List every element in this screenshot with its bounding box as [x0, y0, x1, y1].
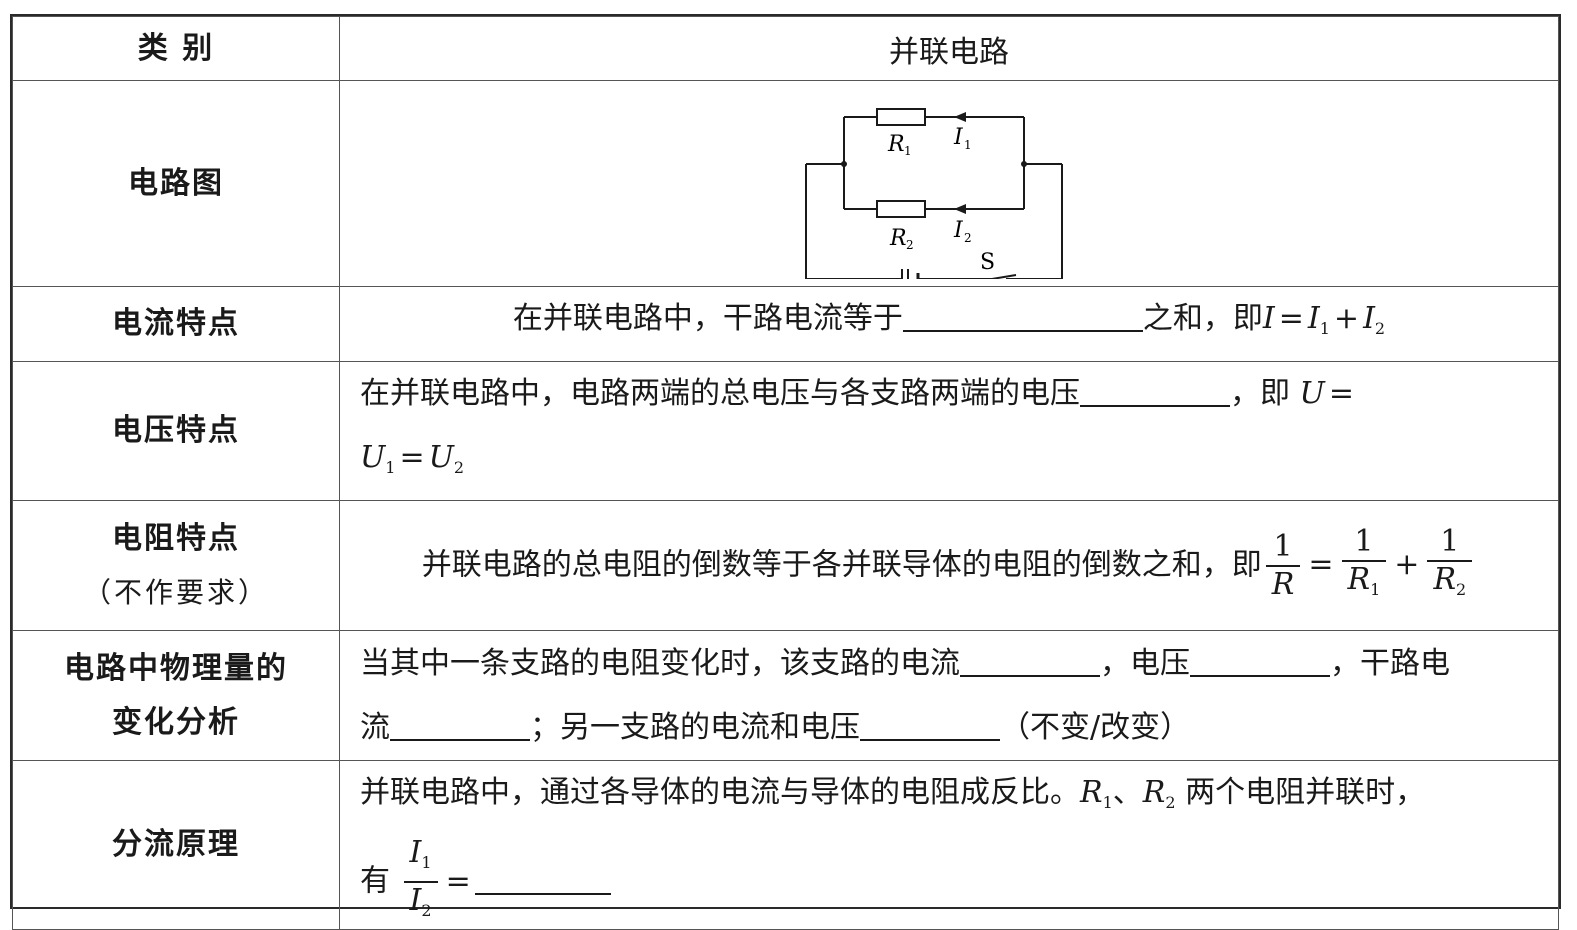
row-resistance: 电阻特点 （不作要求） 并联电路的总电阻的倒数等于各并联导体的电阻的倒数之和，即… — [12, 500, 1559, 631]
divide-cell: 并联电路中，通过各导体的电流与导体的电阻成反比。R1、R2 两个电阻并联时， 有… — [339, 760, 1559, 930]
label-i1: I — [953, 125, 964, 150]
arrow-i2 — [954, 203, 966, 214]
resistance-text: 并联电路的总电阻的倒数等于各并联导体的电阻的倒数之和，即 — [421, 547, 1262, 582]
label-r2-sub: 2 — [906, 238, 914, 252]
resistance-label: 电阻特点 — [112, 520, 240, 556]
resistor-r2 — [876, 199, 926, 218]
resistance-label-cell: 电阻特点 （不作要求） — [12, 500, 340, 631]
row-change: 电路中物理量的 变化分析 当其中一条支路的电阻变化时，该支路的电流 ，电压 ，干路电… — [12, 630, 1559, 761]
current-text-b: 之和，即 — [1142, 301, 1263, 336]
voltage-label: 电压特点 — [12, 361, 340, 501]
change-text-c: ，干路电 — [1330, 645, 1450, 681]
node-left — [841, 160, 847, 167]
divide-blank[interactable] — [474, 863, 611, 895]
circuit-label: 电路图 — [12, 80, 340, 287]
change-text-a: 当其中一条支路的电阻变化时，该支路的电流 — [360, 645, 960, 681]
divide-sep: 、 — [1112, 775, 1143, 810]
resistance-eq: = — [1308, 547, 1334, 582]
voltage-text-a: 在并联电路中，电路两端的总电压与各支路两端的电压 — [360, 376, 1080, 411]
change-text-d: 流 — [360, 709, 390, 745]
header-row: 类 别 并联电路 — [12, 16, 1559, 81]
current-label: 电流特点 — [12, 286, 340, 362]
current-blank[interactable] — [902, 300, 1143, 332]
switch-blade — [991, 273, 1017, 279]
header-category: 类 别 — [12, 16, 340, 81]
resistance-plus: + — [1394, 547, 1420, 582]
voltage-formula: U=U1=U2 — [360, 376, 1354, 477]
change-label-line1: 电路中物理量的 — [64, 650, 288, 686]
row-circuit: 电路图 — [12, 80, 1559, 287]
voltage-blank[interactable] — [1080, 375, 1230, 407]
change-text-e: ；另一支路的电流和电压 — [530, 709, 860, 745]
divide-r2: R2 — [1142, 775, 1176, 812]
current-cell: 在并联电路中，干路电流等于 之和，即I=I1+I2 — [339, 286, 1559, 362]
parallel-circuit-table: 类 别 并联电路 电路图 — [10, 14, 1561, 930]
label-switch: S — [980, 250, 995, 275]
switch-gap — [916, 264, 1006, 279]
divide-text-b: 两个电阻并联时， — [1185, 775, 1426, 810]
row-voltage: 电压特点 在并联电路中，电路两端的总电压与各支路两端的电压 ，即 U=U1=U2 — [12, 361, 1559, 501]
label-r1-sub: 1 — [904, 144, 912, 158]
voltage-text-b: ，即 — [1230, 376, 1290, 411]
label-i2: I — [953, 218, 964, 243]
divide-label: 分流原理 — [12, 760, 340, 930]
resistance-label-sub: （不作要求） — [82, 575, 269, 609]
arrow-i1 — [954, 111, 966, 122]
label-i1-sub: 1 — [964, 138, 972, 152]
voltage-cell: 在并联电路中，电路两端的总电压与各支路两端的电压 ，即 U=U1=U2 — [339, 361, 1559, 501]
row-divide: 分流原理 并联电路中，通过各导体的电流与导体的电阻成反比。R1、R2 两个电阻并… — [12, 760, 1559, 930]
resistor-r1 — [876, 107, 926, 126]
node-right — [1021, 160, 1027, 167]
change-label-line2: 变化分析 — [112, 704, 240, 740]
change-text-b: ，电压 — [1100, 645, 1190, 681]
header-title: 并联电路 — [339, 16, 1559, 81]
current-formula: I=I1+I2 — [1262, 301, 1386, 338]
label-i2-sub: 2 — [964, 231, 972, 245]
label-r1: R — [887, 132, 905, 157]
row-current: 电流特点 在并联电路中，干路电流等于 之和，即I=I1+I2 — [12, 286, 1559, 362]
change-text-f: （不变/改变） — [1000, 709, 1191, 745]
circuit-diagram: R 1 I 1 R 2 I 2 S — [805, 107, 1063, 279]
change-blank-main[interactable] — [390, 709, 530, 741]
circuit-cell: R 1 I 1 R 2 I 2 S — [339, 80, 1559, 287]
divide-r1: R1 — [1080, 775, 1113, 812]
divide-eq: = — [445, 863, 471, 899]
divide-text-a: 并联电路中，通过各导体的电流与导体的电阻成反比。 — [360, 775, 1080, 810]
change-cell: 当其中一条支路的电阻变化时，该支路的电流 ，电压 ，干路电流 ；另一支路的电流和电压 （… — [339, 630, 1559, 761]
label-r2: R — [889, 226, 907, 251]
change-label-cell: 电路中物理量的 变化分析 — [12, 630, 340, 761]
table: 类 别 并联电路 电路图 — [12, 16, 1559, 930]
change-blank-other[interactable] — [860, 709, 1000, 741]
change-blank-current[interactable] — [960, 645, 1100, 677]
change-blank-voltage[interactable] — [1190, 645, 1330, 677]
current-text-a: 在并联电路中，干路电流等于 — [512, 301, 903, 336]
divide-have: 有 — [360, 863, 390, 899]
